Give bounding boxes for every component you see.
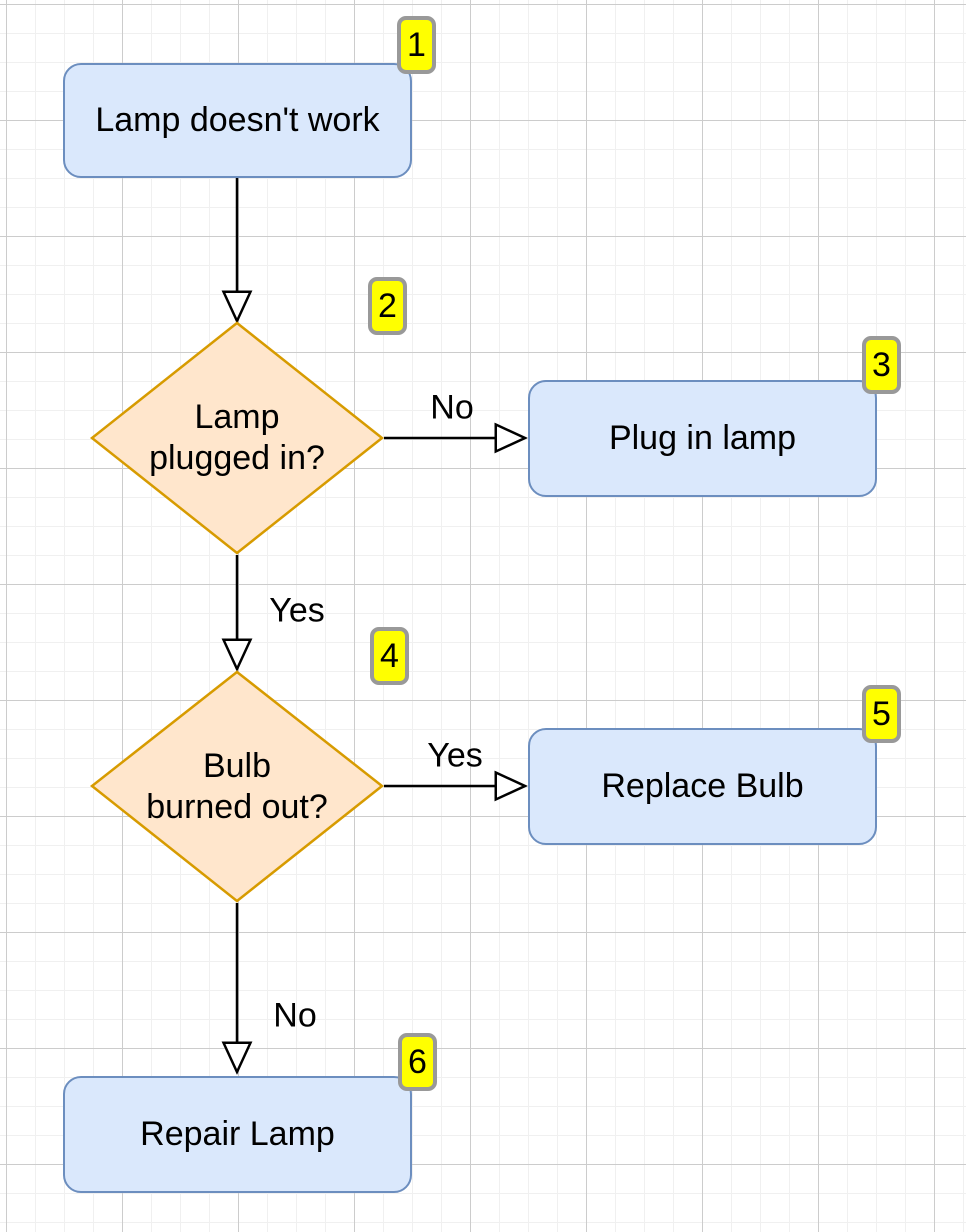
edge-label-yes-bulb[interactable]: Yes: [427, 736, 483, 775]
decision-label-lamp-plugged-in[interactable]: Lamp plugged in?: [149, 398, 325, 477]
decision-bulb-burned-out-shape[interactable]: [89, 670, 385, 903]
node-lamp-doesnt-work[interactable]: Lamp doesn't work: [63, 63, 412, 178]
edge-label-no-bulb[interactable]: No: [273, 996, 317, 1035]
edge-label-yes-plugged-in[interactable]: Yes: [269, 591, 325, 630]
node-repair-lamp[interactable]: Repair Lamp: [63, 1076, 412, 1193]
node-label: Plug in lamp: [608, 419, 797, 458]
edge-label-no-plugged-in[interactable]: No: [430, 388, 474, 427]
step-badge-4[interactable]: 4: [370, 627, 409, 685]
step-badge-6[interactable]: 6: [398, 1033, 437, 1091]
step-badge-5[interactable]: 5: [862, 685, 901, 743]
node-label: Replace Bulb: [601, 767, 804, 806]
decision-lamp-plugged-in-shape[interactable]: [89, 321, 385, 555]
node-plug-in-lamp[interactable]: Plug in lamp: [528, 380, 877, 497]
step-badge-1[interactable]: 1: [397, 16, 436, 74]
step-badge-2[interactable]: 2: [368, 277, 407, 335]
node-label: Repair Lamp: [140, 1115, 335, 1154]
decision-label-bulb-burned-out[interactable]: Bulb burned out?: [146, 747, 328, 826]
step-badge-3[interactable]: 3: [862, 336, 901, 394]
node-label: Lamp doesn't work: [95, 101, 380, 140]
node-replace-bulb[interactable]: Replace Bulb: [528, 728, 877, 845]
